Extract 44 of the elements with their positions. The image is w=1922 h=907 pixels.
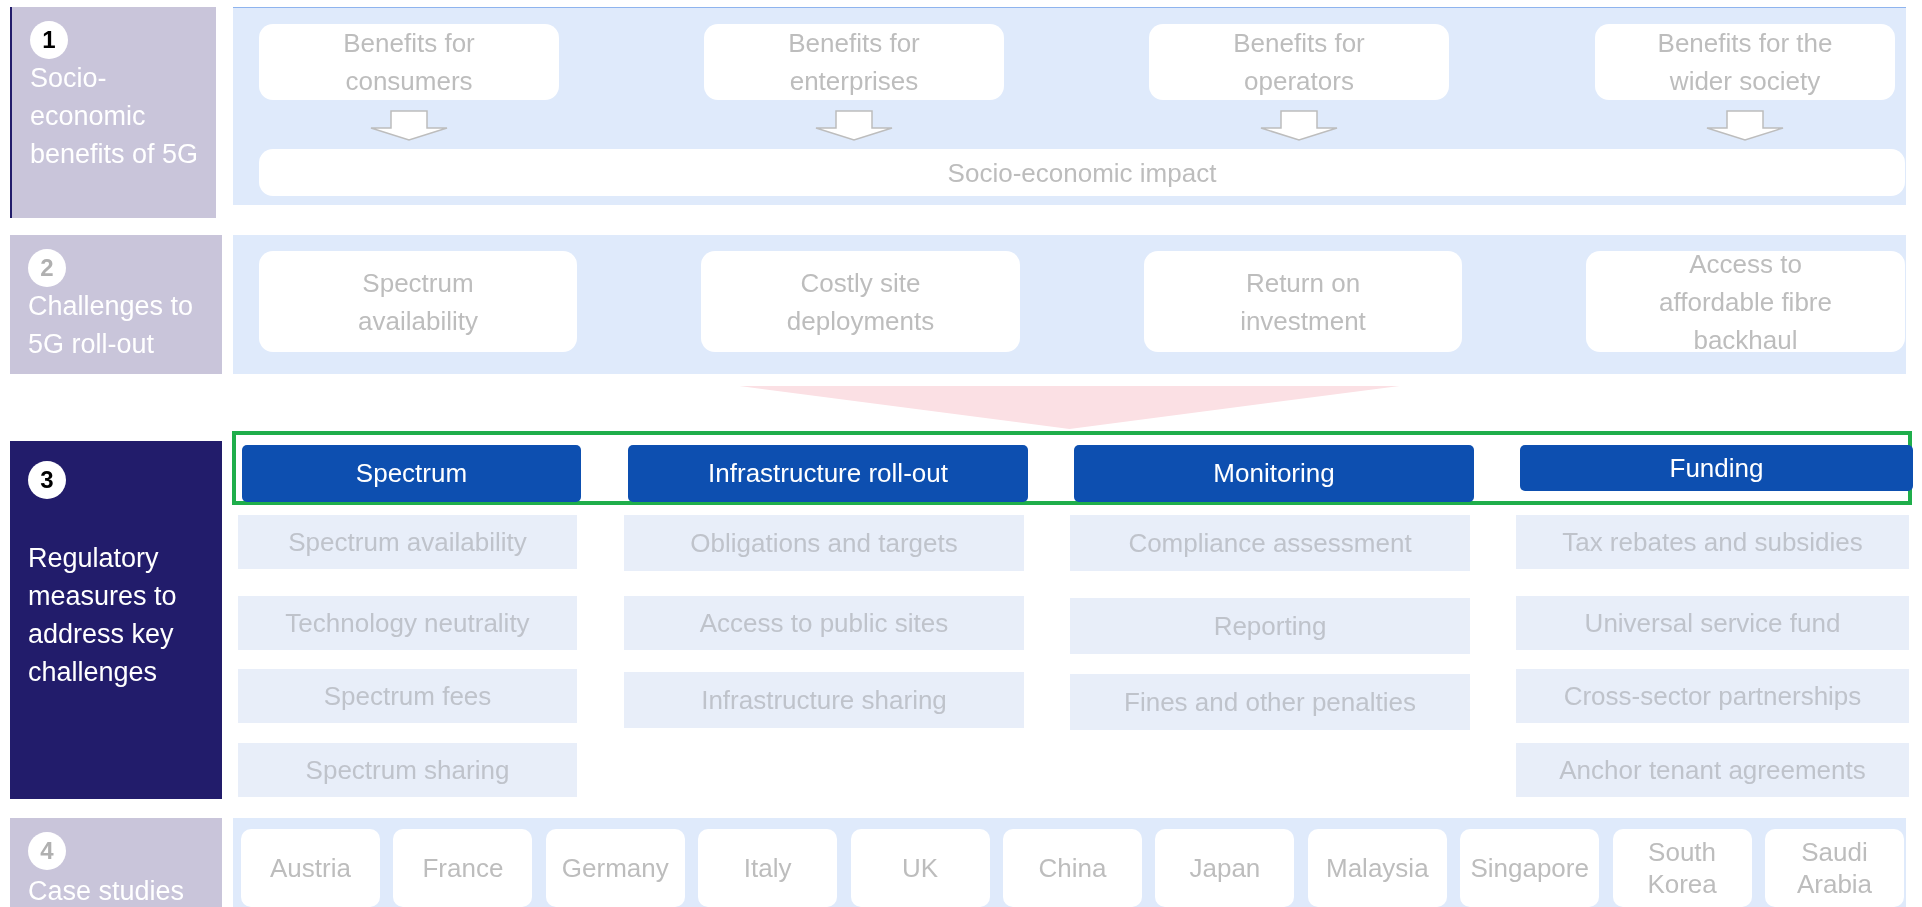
country-tile: France xyxy=(393,829,533,907)
number-badge: 4 xyxy=(28,832,66,870)
country-tile: Italy xyxy=(698,829,838,907)
block-arrow xyxy=(1706,110,1784,141)
number-badge: 1 xyxy=(30,21,68,59)
category-header: Monitoring xyxy=(1074,445,1474,502)
row-header-panel xyxy=(10,7,216,218)
category-header: Funding xyxy=(1520,445,1913,491)
block-arrow xyxy=(370,110,448,141)
category-header: Spectrum xyxy=(242,445,581,502)
benefit-card: Benefits for the wider society xyxy=(1595,24,1895,100)
section-band xyxy=(233,235,1906,374)
category-header: Infrastructure roll-out xyxy=(628,445,1028,502)
country-tile: Saudi Arabia xyxy=(1765,829,1904,907)
benefit-card: Benefits for consumers xyxy=(259,24,559,100)
highlight-frame xyxy=(232,431,1912,505)
section-band xyxy=(233,818,1906,907)
country-tile: South Korea xyxy=(1612,829,1752,907)
challenge-card: Costly site deployments xyxy=(701,251,1020,352)
country-tile: Malaysia xyxy=(1307,829,1447,907)
row-title: Regulatory measures to address key challenges xyxy=(28,542,178,689)
benefit-card: Benefits for operators xyxy=(1149,24,1449,100)
country-tile: Austria xyxy=(241,829,380,907)
block-arrow xyxy=(815,110,893,141)
benefit-card: Benefits for enterprises xyxy=(704,24,1004,100)
block-arrow xyxy=(1260,110,1338,141)
row-header-panel xyxy=(10,235,222,374)
number-badge: 3 xyxy=(28,461,66,499)
number-badge: 2 xyxy=(28,249,66,287)
challenge-card: Spectrum availability xyxy=(259,251,577,352)
row-header-panel xyxy=(10,441,222,799)
country-tile: UK xyxy=(850,829,990,907)
challenge-card: Access to affordable fibre backhaul xyxy=(1586,251,1905,352)
challenge-card: Return on investment xyxy=(1144,251,1462,352)
row-title: Challenges to 5G roll-out xyxy=(28,290,195,361)
section-band xyxy=(233,7,1906,205)
impact-bar: Socio-economic impact xyxy=(259,149,1905,196)
row-title: Socio-economic benefits of 5G xyxy=(30,62,200,171)
country-tile: Germany xyxy=(545,829,685,907)
country-tile: China xyxy=(1003,829,1142,907)
country-tile: Singapore xyxy=(1460,829,1600,907)
row-title: Case studies xyxy=(28,875,185,907)
row-header-panel xyxy=(10,818,222,907)
country-tile: Japan xyxy=(1155,829,1295,907)
